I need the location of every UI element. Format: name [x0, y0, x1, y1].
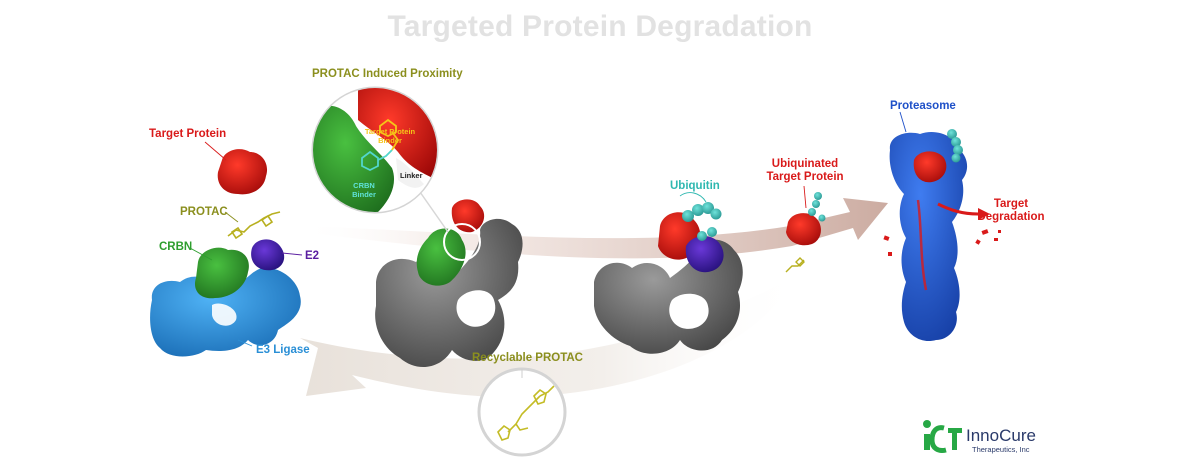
target-protein-binder-line1: Target Protein [364, 127, 416, 136]
recyclable-protac-label: Recyclable PROTAC [472, 352, 583, 364]
degraded-fragments [883, 229, 1001, 256]
e2-shape [251, 239, 285, 271]
protac-molecule [227, 211, 281, 240]
ubiquinated-target-protein-shape [786, 192, 826, 246]
target-protein-binder-label: Target Protein Binder [360, 127, 420, 145]
ternary-complex [375, 199, 523, 368]
proximity-focus-ring [443, 223, 481, 261]
innocure-logo-mark [923, 420, 962, 453]
target-protein-shape [217, 149, 268, 195]
logo-name: InnoCure [966, 426, 1036, 445]
e3-ligase-shape [150, 267, 301, 357]
e3-ligase-label: E3 Ligase [256, 344, 310, 356]
ubiquinated-line1: Ubiquinated [771, 158, 839, 170]
proteasome-shape [889, 129, 968, 342]
zoom-connector [419, 191, 449, 233]
released-protac-molecule [785, 257, 805, 273]
ubiquitination-complex [594, 202, 743, 354]
linker-label: Linker [400, 171, 423, 180]
ubiquinated-line2: Target Protein [766, 171, 844, 184]
protac-label: PROTAC [180, 206, 228, 218]
diagram-title: Targeted Protein Degradation [387, 10, 813, 43]
recyclable-protac-inset [477, 367, 567, 457]
proteasome-label: Proteasome [890, 100, 956, 112]
ubiquinated-leader [803, 185, 807, 209]
crbn-binder-line2: Binder [352, 189, 376, 199]
e3-ligase-leader [237, 339, 253, 347]
e2-leader [281, 252, 303, 256]
degradation-arrowhead [978, 208, 990, 220]
proteasome-leader [899, 111, 907, 133]
crbn-binder-line1: CRBN [353, 181, 375, 190]
logo-subtitle: Therapeutics, Inc [972, 445, 1030, 454]
ubiquitin-leader [679, 192, 707, 203]
protac-leader [224, 211, 239, 223]
protac-induced-proximity-label: PROTAC Induced Proximity [312, 68, 463, 80]
crbn-binder-label: CRBN Binder [344, 181, 384, 199]
target-protein-leader [204, 141, 227, 161]
crbn-leader [189, 247, 213, 261]
crbn-label: CRBN [159, 241, 193, 253]
target-degradation-line2: Degradation [977, 211, 1045, 224]
target-protein-label: Target Protein [149, 128, 227, 140]
protac-proximity-zoom-inset [311, 86, 439, 214]
ubiquitin-label: Ubiquitin [670, 180, 720, 192]
degradation-arrow [937, 202, 979, 216]
ubiquinated-target-protein-label: Ubiquinated Target Protein [760, 158, 850, 184]
target-degradation-label: Target Degradation [976, 198, 1046, 224]
crbn-shape [194, 247, 249, 299]
target-degradation-line1: Target [993, 198, 1029, 210]
e2-label: E2 [305, 250, 320, 262]
target-protein-binder-line2: Binder [378, 135, 402, 145]
